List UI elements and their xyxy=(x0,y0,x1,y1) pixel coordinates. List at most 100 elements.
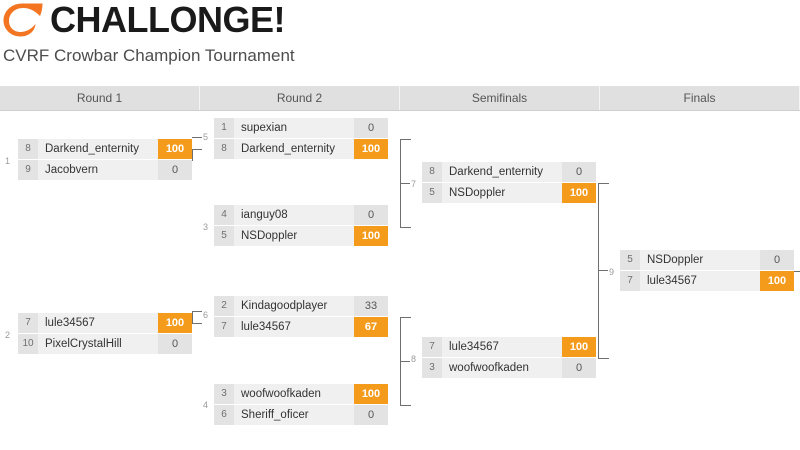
player-name[interactable]: NSDoppler xyxy=(640,250,760,270)
bracket-connector xyxy=(192,311,193,323)
player-score: 0 xyxy=(354,118,388,138)
challonge-swoosh-logo-icon xyxy=(2,2,44,38)
player-score: 0 xyxy=(158,334,192,354)
player-seed: 7 xyxy=(18,313,38,333)
player-seed: 8 xyxy=(422,162,442,182)
round-header-3: Semifinals xyxy=(400,86,600,110)
match-number-2: 2 xyxy=(5,330,11,340)
player-name[interactable]: supexian xyxy=(234,118,354,138)
player-name[interactable]: lule34567 xyxy=(38,313,158,333)
player-score: 67 xyxy=(354,317,388,337)
player-seed: 5 xyxy=(620,250,640,270)
player-score: 0 xyxy=(562,162,596,182)
match-number-4: 4 xyxy=(203,400,209,410)
player-score: 100 xyxy=(158,313,192,333)
player-score: 100 xyxy=(354,226,388,246)
player-seed: 7 xyxy=(620,271,640,291)
bracket-connector xyxy=(192,149,193,161)
player-name[interactable]: Darkend_enternity xyxy=(38,139,158,159)
bracket-connector xyxy=(400,183,410,184)
player-seed: 3 xyxy=(214,384,234,404)
player-score: 100 xyxy=(354,384,388,404)
bracket-connector xyxy=(400,405,411,406)
tournament-title: CVRF Crowbar Champion Tournament xyxy=(3,46,295,65)
player-seed: 7 xyxy=(422,337,442,357)
player-name[interactable]: NSDoppler xyxy=(234,226,354,246)
player-name[interactable]: Darkend_enternity xyxy=(442,162,562,182)
player-name[interactable]: NSDoppler xyxy=(442,183,562,203)
player-score: 0 xyxy=(562,358,596,378)
player-score: 0 xyxy=(354,405,388,425)
player-name[interactable]: lule34567 xyxy=(234,317,354,337)
player-score: 0 xyxy=(760,250,794,270)
player-score: 100 xyxy=(562,183,596,203)
player-seed: 10 xyxy=(18,334,38,354)
player-score: 100 xyxy=(562,337,596,357)
bracket-connector xyxy=(400,361,410,362)
player-score: 100 xyxy=(158,139,192,159)
player-name[interactable]: ianguy08 xyxy=(234,205,354,225)
player-seed: 5 xyxy=(214,226,234,246)
bracket-connector xyxy=(400,317,411,318)
match-number-7: 7 xyxy=(411,179,417,189)
match-number-6: 6 xyxy=(203,310,209,320)
player-score: 0 xyxy=(158,160,192,180)
match-number-5: 5 xyxy=(203,132,209,142)
player-name[interactable]: PixelCrystalHill xyxy=(38,334,158,354)
bracket-connector xyxy=(192,323,202,324)
bracket-connector xyxy=(192,149,202,150)
player-name[interactable]: Jacobvern xyxy=(38,160,158,180)
player-name[interactable]: lule34567 xyxy=(640,271,760,291)
player-seed: 3 xyxy=(422,358,442,378)
bracket-connector xyxy=(192,137,202,138)
bracket-connector xyxy=(400,227,411,228)
player-name[interactable]: woofwoofkaden xyxy=(234,384,354,404)
player-seed: 8 xyxy=(18,139,38,159)
player-name[interactable]: lule34567 xyxy=(442,337,562,357)
player-score: 100 xyxy=(354,139,388,159)
match-number-8: 8 xyxy=(411,354,417,364)
player-name[interactable]: Kindagoodplayer xyxy=(234,296,354,316)
round-header-2: Round 2 xyxy=(200,86,400,110)
player-seed: 6 xyxy=(214,405,234,425)
bracket-connector xyxy=(192,311,202,312)
match-number-3: 3 xyxy=(203,222,209,232)
player-name[interactable]: Darkend_enternity xyxy=(234,139,354,159)
player-name[interactable]: Sheriff_oficer xyxy=(234,405,354,425)
round-header-4: Finals xyxy=(600,86,800,110)
player-score: 33 xyxy=(354,296,388,316)
bracket-connector xyxy=(794,271,800,272)
player-seed: 7 xyxy=(214,317,234,337)
bracket-connector xyxy=(400,139,411,140)
player-name[interactable]: woofwoofkaden xyxy=(442,358,562,378)
match-number-9: 9 xyxy=(609,267,615,277)
player-seed: 2 xyxy=(214,296,234,316)
